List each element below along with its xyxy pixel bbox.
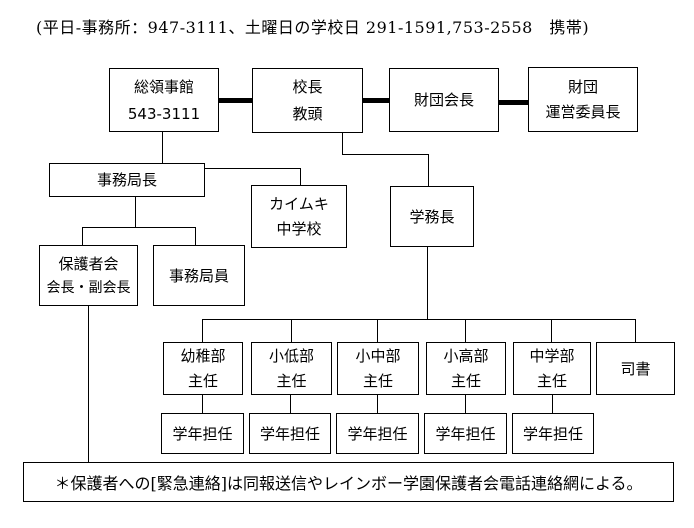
edge-head-homeroom-1 [202,394,203,413]
node-foundation-board: 財団 運営委員長 [528,67,638,132]
node-librarian-label: 司書 [620,359,651,378]
node-kindergarten-head: 幼稚部 主任 [163,342,243,395]
node-upper-elementary-line1: 小高部 [443,347,489,365]
node-homeroom-4: 学年担任 [424,413,507,454]
phone-note: (平日-事務所：947-3111、土曜日の学校日 291-1591,753-25… [36,18,590,37]
edge-bus-drop-upper-elementary [465,319,466,342]
node-homeroom-1: 学年担任 [161,413,244,454]
node-middle-elementary-line2: 主任 [362,372,393,390]
node-junior-high-line1: 中学部 [529,347,575,365]
node-pta-line1: 保護者会 [58,254,119,273]
node-foundation-board-line2: 運営委員長 [545,103,621,121]
node-kaimuki-line1: カイムキ [269,195,329,213]
node-office-staff: 事務局員 [153,245,245,306]
edge-head-homeroom-2 [290,394,291,413]
node-homeroom-4-label: 学年担任 [435,424,496,443]
node-foundation-chair-label: 財団会長 [413,91,474,109]
node-homeroom-2-label: 学年担任 [259,424,320,443]
edge-secretary-kaimuki-v [300,168,301,185]
node-homeroom-3: 学年担任 [336,413,419,454]
node-upper-elementary-line2: 主任 [450,372,481,390]
edge-bus-horizontal [202,319,636,320]
edge-head-homeroom-5 [552,394,553,413]
node-principal-line1: 校長 [292,78,323,96]
edge-principal-chair [363,98,389,103]
node-lower-elementary-head: 小低部 主任 [251,342,332,395]
node-principal: 校長 教頭 [252,68,363,133]
edge-bus-drop-librarian [635,319,636,342]
node-homeroom-3-label: 学年担任 [347,424,408,443]
node-consulate-phone: 543-3111 [127,104,201,123]
edge-consulate-secretary [162,131,163,163]
edge-secretary-kaimuki-h [204,168,301,169]
node-junior-high-head: 中学部 主任 [513,342,591,395]
node-foundation-board-line1: 財団 [567,78,598,96]
edge-bus-drop-middle-elementary [377,319,378,342]
edge-chair-board [499,100,528,105]
node-middle-elementary-head: 小中部 主任 [337,342,419,395]
node-consulate: 総領事館 543-3111 [109,68,219,132]
node-kindergarten-line1: 幼稚部 [180,347,226,365]
node-pta: 保護者会 会長・副会長 [39,245,138,306]
node-middle-elementary-line1: 小中部 [355,347,401,365]
node-pta-line2: 会長・副会長 [46,279,131,296]
edge-split-office-staff [195,227,196,245]
edge-consulate-principal [219,98,252,103]
node-foundation-chair: 財団会長 [389,68,499,132]
edge-secretary-split-h [82,227,196,228]
node-kindergarten-line2: 主任 [187,372,218,390]
node-office-staff-label: 事務局員 [168,266,229,285]
edge-pta-footer [88,305,89,462]
emergency-contact-note: ＊保護者への[緊急連絡]は同報送信やレインボー学園保護者会電話連絡網による。 [23,462,674,502]
node-kaimuki-line2: 中学校 [276,220,322,238]
edge-principal-dean-h [342,154,429,155]
edge-dean-bus [427,246,428,320]
node-homeroom-1-label: 学年担任 [172,424,233,443]
node-librarian: 司書 [596,342,675,395]
edge-dean-up [428,154,429,186]
node-principal-line2: 教頭 [292,105,323,123]
node-homeroom-5-label: 学年担任 [522,424,583,443]
edge-bus-drop-junior-high [551,319,552,342]
node-lower-elementary-line1: 小低部 [268,347,314,365]
node-consulate-label: 総領事館 [133,77,194,96]
node-kaimuki-school: カイムキ 中学校 [251,185,347,248]
node-dean: 学務長 [390,186,474,247]
node-homeroom-5: 学年担任 [512,413,594,454]
edge-head-homeroom-4 [465,394,466,413]
node-junior-high-line2: 主任 [536,372,567,390]
edge-secretary-split-v [135,196,136,227]
edge-split-pta [82,227,83,245]
edge-head-homeroom-3 [377,394,378,413]
edge-principal-down [342,132,343,155]
node-dean-label: 学務長 [409,207,455,226]
node-upper-elementary-head: 小高部 主任 [426,342,506,395]
node-secretary-general-label: 事務局長 [96,171,157,189]
node-secretary-general: 事務局長 [49,163,205,197]
edge-bus-drop-kindergarten [202,319,203,342]
edge-bus-drop-lower-elementary [291,319,292,342]
node-homeroom-2: 学年担任 [249,413,331,454]
node-lower-elementary-line2: 主任 [276,372,307,390]
emergency-contact-note-text: ＊保護者への[緊急連絡]は同報送信やレインボー学園保護者会電話連絡網による。 [54,474,643,493]
